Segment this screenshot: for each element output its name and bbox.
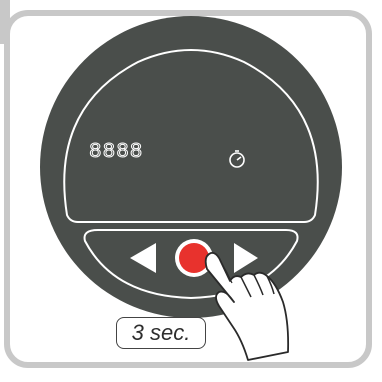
time-readout: 8888 (89, 141, 143, 164)
duration-label: 3 sec. (116, 317, 206, 349)
